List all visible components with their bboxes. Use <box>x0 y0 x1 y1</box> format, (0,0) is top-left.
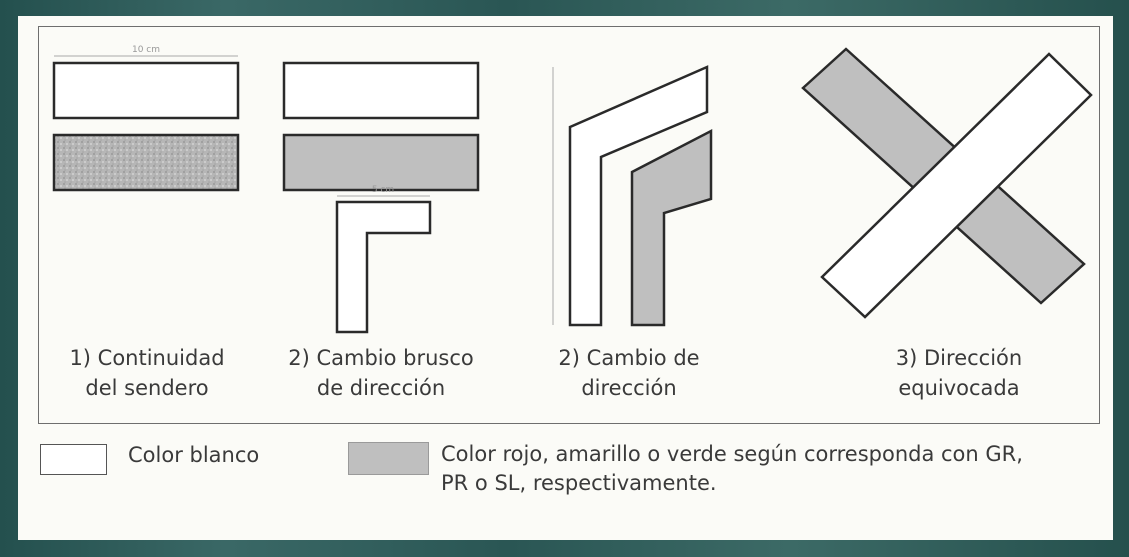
diagram-drawing: 10 cm 5 cm <box>52 45 1093 334</box>
continuity-colored-bar <box>52 133 240 192</box>
caption-continuity: 1) Continuidad del sendero <box>69 346 225 400</box>
legend-white-swatch <box>40 444 107 475</box>
legend-colored-swatch <box>348 442 429 475</box>
continuity-dimension-label: 10 cm <box>132 45 160 55</box>
change-mark <box>552 65 713 327</box>
abrupt-white-angle <box>335 200 432 334</box>
wrong-way-mark <box>801 47 1093 319</box>
caption-abrupt-change: 2) Cambio brusco de dirección <box>288 346 474 400</box>
legend-colored-label: Color rojo, amarillo o verde según corre… <box>441 442 1023 495</box>
change-white-shape <box>568 65 709 327</box>
abrupt-dimension-label: 5 cm <box>372 185 394 195</box>
continuity-mark: 10 cm <box>52 45 240 192</box>
abrupt-change-mark: 5 cm <box>282 61 480 334</box>
abrupt-colored-bar <box>282 133 480 192</box>
caption-wrong-direction: 3) Dirección equivocada <box>895 346 1023 400</box>
diagram-box: 10 cm 5 cm <box>38 26 1100 424</box>
continuity-white-bar <box>52 61 240 120</box>
legend-white-label: Color blanco <box>128 443 260 467</box>
caption-change: 2) Cambio de dirección <box>558 346 700 400</box>
abrupt-white-bar <box>282 61 480 120</box>
sign-panel: 10 cm 5 cm <box>18 16 1113 540</box>
wrong-white-bar <box>820 52 1093 319</box>
change-colored-shape <box>630 128 713 327</box>
